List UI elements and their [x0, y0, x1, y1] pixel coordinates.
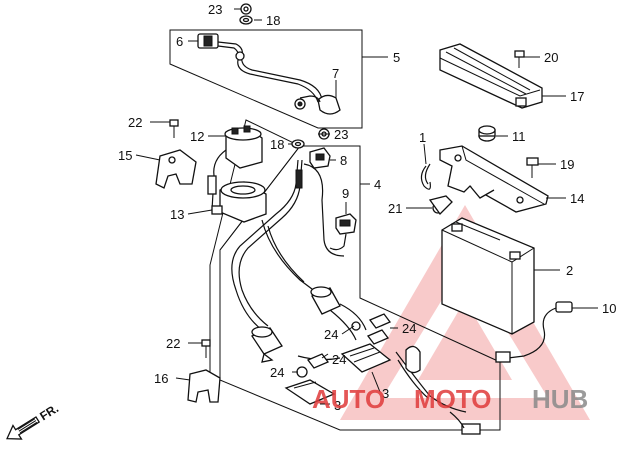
fuse-24-a — [368, 313, 392, 329]
callout-5: 5 — [393, 50, 400, 65]
terminal-21 — [428, 195, 453, 216]
callout-21: 21 — [388, 201, 402, 216]
wire-end-connector — [449, 411, 481, 435]
callout-3-right: 3 — [382, 386, 389, 401]
cable-10 — [495, 301, 573, 363]
callout-18-top: 18 — [266, 13, 280, 28]
washer-18-top — [239, 15, 253, 25]
callout-24-b: 24 — [402, 321, 416, 336]
bolt-22-bottom — [201, 339, 211, 358]
callout-9: 9 — [342, 186, 349, 201]
bolt-20 — [514, 50, 525, 68]
callout-labels: 23 18 6 5 7 20 17 22 12 23 18 8 1 11 15 … — [118, 2, 616, 413]
fuse-box-3-upper — [340, 343, 392, 373]
bolt-22-top — [169, 119, 179, 138]
grommet-clip — [405, 345, 421, 374]
front-arrow: FR. — [6, 401, 61, 440]
callout-14: 14 — [570, 191, 584, 206]
callout-24-a: 24 — [324, 327, 338, 342]
fuse-box-3-lower — [284, 379, 336, 405]
fuse-24-d — [296, 366, 308, 378]
bracket-15 — [155, 149, 197, 189]
connector-9 — [329, 213, 357, 251]
callout-22-top: 22 — [128, 115, 142, 130]
callout-23-top: 23 — [208, 2, 222, 17]
washer-18-mid — [291, 139, 305, 149]
callout-8: 8 — [340, 153, 347, 168]
relay-13 — [211, 181, 267, 223]
harness-4 — [231, 159, 467, 413]
callout-2: 2 — [566, 263, 573, 278]
watermark-logo: AUTO MOTO HUB — [312, 384, 588, 414]
callout-20: 20 — [544, 50, 558, 65]
callout-24-d: 24 — [332, 352, 346, 367]
battery-cover-17 — [439, 43, 543, 109]
watermark-text-moto: MOTO — [414, 384, 492, 414]
connector-8 — [309, 147, 331, 169]
battery-2 — [441, 217, 535, 335]
fuse-holder-upper — [310, 286, 361, 331]
relay-12 — [207, 125, 263, 211]
band-1 — [420, 163, 431, 190]
callout-1: 1 — [419, 130, 426, 145]
callout-17: 17 — [570, 89, 584, 104]
washer-23-top — [240, 3, 252, 15]
watermark-text-hub: HUB — [532, 384, 588, 414]
callout-4: 4 — [374, 177, 381, 192]
callout-3-left: 3 — [334, 398, 341, 413]
direction-label: FR. — [37, 401, 61, 423]
watermark-text-auto: AUTO — [312, 384, 385, 414]
bracket-16 — [187, 369, 221, 403]
callout-13: 13 — [170, 207, 184, 222]
callout-22-bottom: 22 — [166, 336, 180, 351]
fuse-holder-lower — [251, 326, 283, 363]
callout-11: 11 — [512, 129, 526, 144]
callout-12: 12 — [190, 129, 204, 144]
callout-16: 16 — [154, 371, 168, 386]
battery-bracket-14 — [439, 145, 549, 213]
cable-part-5 — [197, 33, 341, 115]
callout-10: 10 — [602, 301, 616, 316]
leader-lines — [135, 8, 598, 405]
callout-19: 19 — [560, 157, 574, 172]
callout-7: 7 — [332, 66, 339, 81]
group-box-cable-5 — [169, 29, 363, 129]
grommet-11 — [478, 125, 496, 142]
bolt-19 — [526, 157, 539, 178]
fuse-24-b — [366, 329, 390, 345]
callout-24-c: 24 — [270, 365, 284, 380]
callout-18-mid: 18 — [270, 137, 284, 152]
callout-23-mid: 23 — [334, 127, 348, 142]
callout-6: 6 — [176, 34, 183, 49]
callout-15: 15 — [118, 148, 132, 163]
